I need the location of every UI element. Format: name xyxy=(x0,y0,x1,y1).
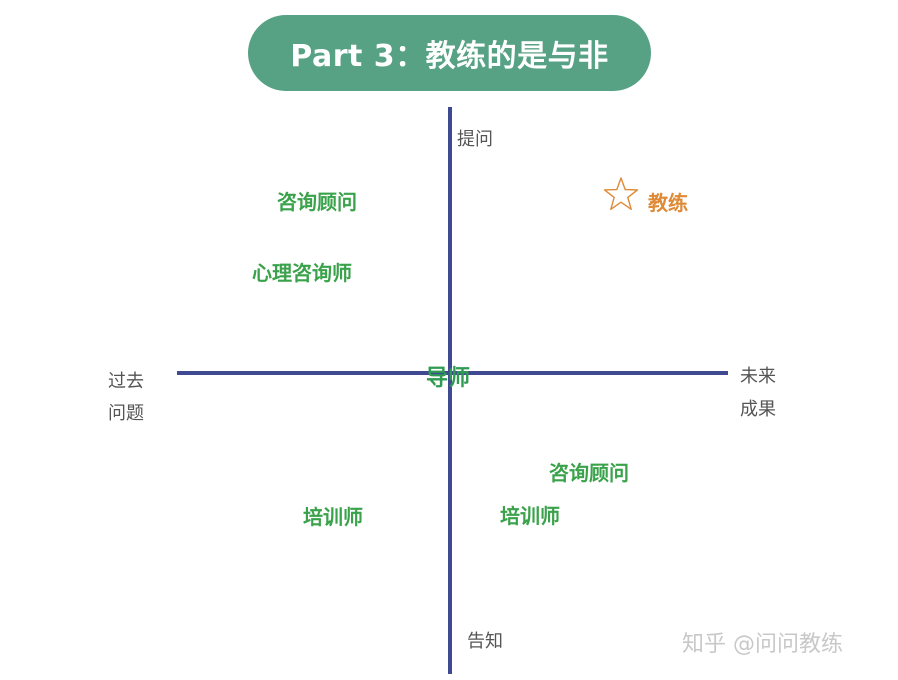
axis-label-top: 提问 xyxy=(457,129,493,150)
axis-label-right-1: 未来 xyxy=(740,366,776,387)
axis-label-right-2: 成果 xyxy=(740,399,776,420)
axis-label-left-2: 问题 xyxy=(108,403,144,424)
horizontal-axis xyxy=(177,371,728,375)
page-title: Part 3：教练的是与非 xyxy=(290,39,609,74)
role-mentor: 导师 xyxy=(426,366,471,391)
vertical-axis xyxy=(448,107,452,674)
watermark: 知乎 @问问教练 xyxy=(682,632,843,657)
axis-label-left-1: 过去 xyxy=(108,371,144,392)
title-banner: Part 3：教练的是与非 xyxy=(248,15,651,91)
role-psych-counselor: 心理咨询师 xyxy=(252,261,352,285)
role-trainer-left: 培训师 xyxy=(303,505,363,529)
role-coach: 教练 xyxy=(648,191,688,215)
role-consultant-upper: 咨询顾问 xyxy=(277,190,357,214)
role-trainer-right: 培训师 xyxy=(500,504,560,528)
axis-label-bottom: 告知 xyxy=(467,631,503,652)
star-icon xyxy=(603,177,639,210)
role-consultant-lower: 咨询顾问 xyxy=(549,461,629,485)
